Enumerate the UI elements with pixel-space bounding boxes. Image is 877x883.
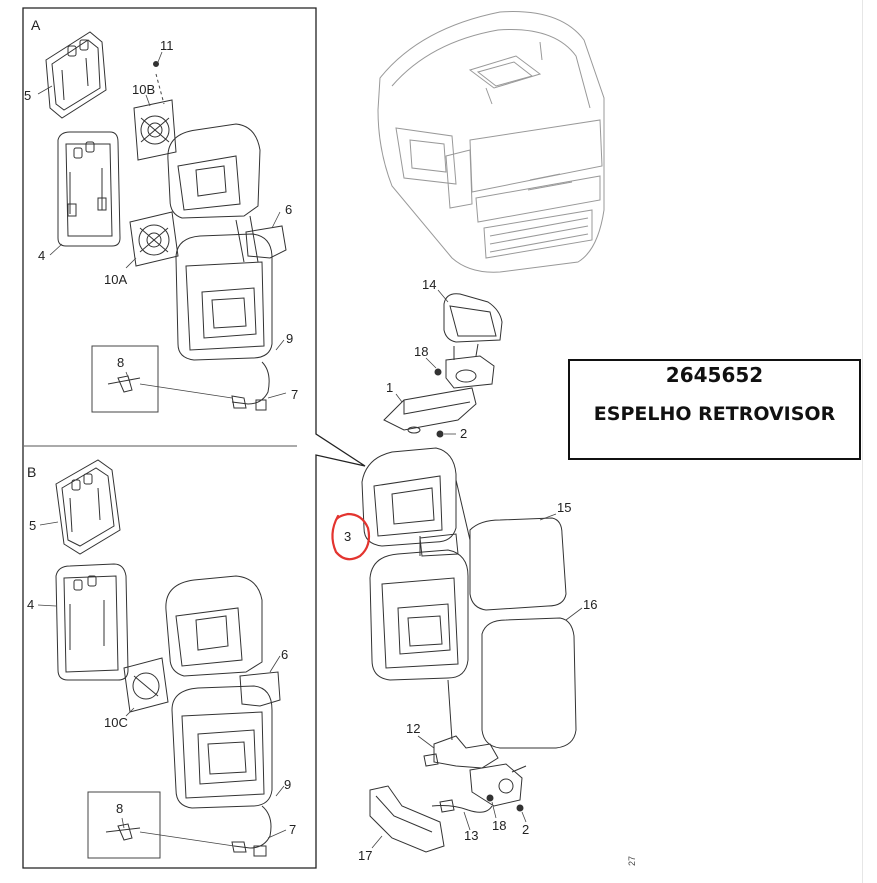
highlight-circle [331, 512, 371, 561]
housing-3 [361, 447, 471, 547]
mirror-glass-plate-4b [55, 563, 129, 681]
callout-10c: 10C [104, 715, 128, 730]
callout-16: 16 [583, 597, 597, 612]
mirror-glass-plate-5b [55, 459, 121, 555]
callout-11: 11 [160, 38, 174, 53]
callout-14: 14 [422, 277, 436, 292]
callout-10b: 10B [132, 82, 155, 97]
callout-17: 17 [358, 848, 372, 863]
callout-18a: 18 [414, 344, 428, 359]
section-label-a: A [31, 17, 41, 33]
part-name: ESPELHO RETROVISOR [593, 403, 836, 425]
callout-6a: 6 [285, 202, 292, 217]
callout-2a: 2 [460, 426, 467, 441]
page-edge-line [862, 0, 863, 883]
callout-4b: 4 [27, 597, 34, 612]
callout-6b: 6 [281, 647, 288, 662]
truck-cab-illustration [377, 11, 605, 273]
callout-5a: 5 [24, 88, 31, 103]
callout-1: 1 [386, 380, 393, 395]
lower-housing-main [369, 533, 469, 741]
mirror-14 [443, 293, 503, 343]
callout-8a: 8 [117, 355, 124, 370]
detail-frame [22, 7, 366, 869]
callout-5b: 5 [29, 518, 36, 533]
callout-4a: 4 [38, 248, 45, 263]
section-label-b: B [27, 464, 36, 480]
callout-18b: 18 [492, 818, 506, 833]
upper-housing-b [165, 575, 263, 677]
glass-16 [481, 617, 577, 749]
lower-housing-a [175, 233, 273, 361]
connector-8a [91, 345, 159, 413]
connector-8b [87, 791, 161, 859]
upper-housing-a [167, 123, 261, 263]
harness-7a [231, 361, 270, 411]
callout-3: 3 [344, 529, 351, 544]
callout-13: 13 [464, 828, 478, 843]
callout-10a: 10A [104, 272, 127, 287]
motor-unit-10b [133, 99, 177, 161]
callout-7b: 7 [289, 822, 296, 837]
cover-17 [369, 785, 445, 853]
part-number: 2645652 [665, 363, 764, 387]
lower-housing-b [171, 685, 273, 809]
part-label-box: 2645652 ESPELHO RETROVISOR [568, 359, 861, 460]
callout-9a: 9 [286, 331, 293, 346]
callout-15: 15 [557, 500, 571, 515]
callout-2b: 2 [522, 822, 529, 837]
mirror-glass-plate-4a [57, 131, 121, 247]
callout-8b: 8 [116, 801, 123, 816]
motor-unit-10a [129, 211, 179, 267]
harness-13 [431, 799, 493, 813]
cover-6b [239, 671, 281, 707]
callout-7a: 7 [291, 387, 298, 402]
arm-1 [383, 387, 477, 434]
bracket-12 [423, 735, 499, 769]
cover-6a [245, 225, 287, 259]
mount-assembly [469, 763, 527, 807]
callout-9b: 9 [284, 777, 291, 792]
mirror-glass-plate-5a [45, 31, 107, 119]
bracket-top [445, 343, 495, 389]
motor-unit-10c [123, 657, 169, 713]
glass-15 [469, 517, 567, 611]
footer-code: 27 [627, 855, 637, 866]
harness-7b [231, 805, 272, 857]
callout-12: 12 [406, 721, 420, 736]
